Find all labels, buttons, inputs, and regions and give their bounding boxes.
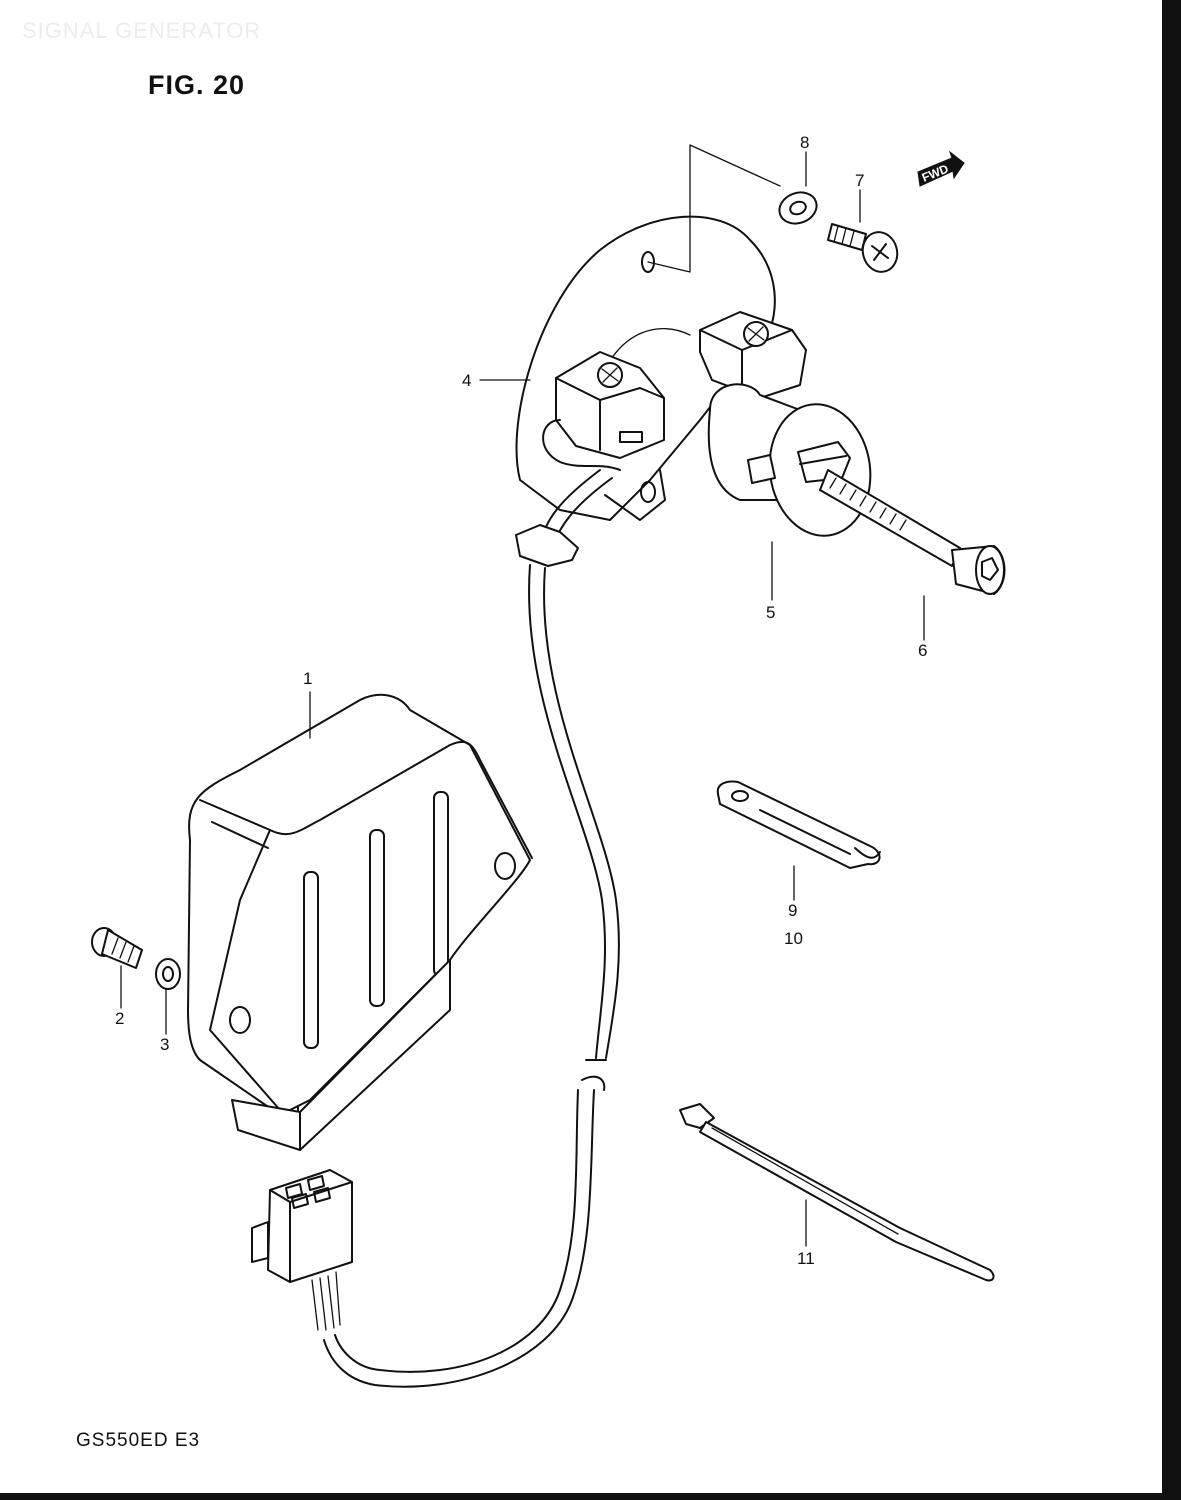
callout-5: 5 [766,603,775,622]
callout-11: 11 [797,1249,815,1268]
figure-title: FIG. 20 [148,70,246,100]
callout-7: 7 [855,171,864,190]
fwd-label: FWD [920,161,951,184]
part-6-bolt [819,469,1006,595]
callout-6: 6 [918,641,927,660]
callout-3: 3 [160,1035,169,1054]
part-7-screw [827,223,899,273]
fwd-arrow-icon: FWD [917,150,965,187]
part-5-rotor [707,383,872,537]
part-8-washer [778,191,818,225]
scan-edge-right [1162,0,1181,1500]
callout-1: 1 [303,669,312,688]
callout-numbers: 1 2 3 4 5 6 7 8 9 10 11 [115,133,927,1268]
part-1-igniter-unit [187,693,533,1151]
callout-2: 2 [115,1009,124,1028]
leader-lines [120,144,925,1247]
part-2-bolt [91,927,143,969]
scan-edge-bottom [0,1493,1181,1500]
callout-8: 8 [800,133,809,152]
part-9-10-clamp [716,780,881,869]
callout-10: 10 [784,929,803,948]
section-watermark: SIGNAL GENERATOR [22,18,262,43]
coupler-connector [251,1105,353,1331]
callout-9: 9 [788,901,797,920]
wire-harness [323,469,620,1388]
pickup-coil-left [542,351,665,471]
model-code: GS550ED E3 [76,1430,201,1451]
part-11-cable-tie [679,1103,995,1282]
pickup-coil-right [699,311,807,399]
part-3-lock-washer [155,958,181,990]
callout-4: 4 [462,371,471,390]
